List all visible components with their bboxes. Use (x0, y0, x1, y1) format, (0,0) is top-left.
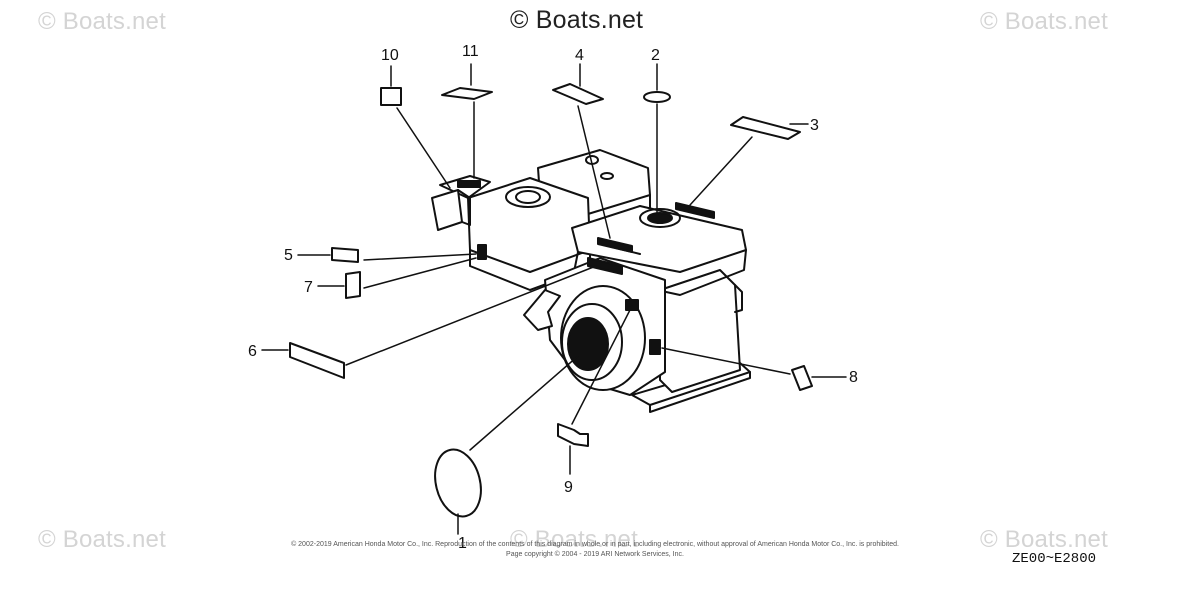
watermark-bottom-right: © Boats.net (980, 526, 1108, 553)
label-11-shape (441, 87, 493, 100)
callout-9: 9 (564, 479, 573, 496)
callout-7: 7 (304, 279, 313, 296)
callout-11: 11 (462, 43, 479, 60)
watermark-bottom-center: © Boats.net (510, 526, 638, 553)
callout-6: 6 (248, 343, 257, 360)
callout-2: 2 (651, 47, 660, 64)
label-10-shape (380, 87, 402, 106)
callout-4: 4 (575, 47, 584, 64)
label-3-shape (730, 116, 801, 140)
copyright-notice: © 2002-2019 American Honda Motor Co., In… (180, 540, 1010, 560)
diagram-code: ZE00~E2800 (1012, 551, 1097, 567)
watermark-bottom-left: © Boats.net (38, 526, 166, 553)
callout-numbers: 1 2 3 4 5 6 7 8 9 10 11 (248, 43, 858, 552)
engine-body (431, 149, 751, 413)
callout-1: 1 (458, 535, 467, 552)
copyright-line-1: © 2002-2019 American Honda Motor Co., In… (291, 541, 899, 548)
label-2-shape (643, 91, 671, 103)
leader-lines (261, 63, 847, 535)
label-8-shape (791, 365, 813, 391)
callout-3: 3 (810, 117, 819, 134)
label-4-shape (552, 83, 604, 105)
watermark-top-center: © Boats.net (510, 6, 644, 34)
watermark-top-left: © Boats.net (38, 8, 166, 35)
callout-10: 10 (381, 47, 399, 64)
copyright-line-2: Page copyright © 2004 - 2019 ARI Network… (506, 551, 684, 558)
callout-5: 5 (284, 247, 293, 264)
callout-8: 8 (849, 369, 858, 386)
label-6-shape (289, 342, 345, 379)
label-7-shape (345, 271, 361, 299)
label-1-shape (434, 448, 482, 518)
label-9-shape (557, 423, 589, 447)
label-5-shape (331, 247, 359, 263)
watermark-top-right: © Boats.net (980, 8, 1108, 35)
